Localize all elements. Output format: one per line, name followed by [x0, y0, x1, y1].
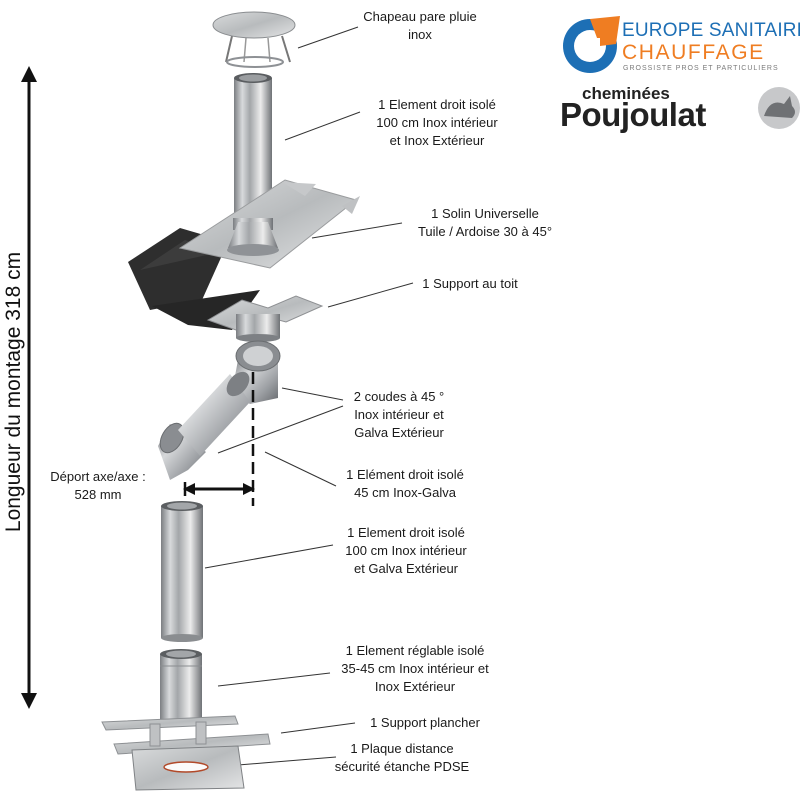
- length-dimension-arrow: [21, 66, 37, 709]
- roof-support-bracket: [206, 295, 324, 342]
- poujoulat-line-2: Poujoulat: [560, 96, 706, 133]
- leader-lines: [204, 26, 414, 766]
- diagonal-pipe-45cm: [178, 371, 250, 456]
- cat-mark-icon: [758, 87, 800, 129]
- europe-sanitaire-logo-mark: [563, 16, 620, 73]
- logo-tagline: GROSSISTE PROS ET PARTICULIERS: [623, 65, 779, 72]
- offset-axis-lines: [183, 372, 255, 506]
- label-support-plancher: 1 Support plancher: [370, 715, 480, 730]
- poujoulat-logo: cheminées Poujoulat: [560, 84, 796, 138]
- europe-sanitaire-logo: EUROPE SANITAIRE CHAUFFAGE GROSSISTE PRO…: [556, 12, 800, 80]
- pdse-plate: [131, 745, 245, 791]
- label-deport: Déport axe/axe :528 mm: [50, 469, 146, 502]
- logo-line-1: EUROPE SANITAIRE: [622, 20, 800, 41]
- logo-line-2: CHAUFFAGE: [622, 41, 765, 64]
- elbow-fittings: [158, 340, 281, 480]
- label-support-toit: 1 Support au toit: [422, 276, 518, 291]
- middle-insulated-pipe: [161, 501, 203, 642]
- adjustable-pipe: [160, 649, 202, 722]
- roof-flashing: [128, 179, 360, 330]
- rain-cap: [212, 11, 296, 68]
- poujoulat-line-1: cheminées: [582, 84, 670, 103]
